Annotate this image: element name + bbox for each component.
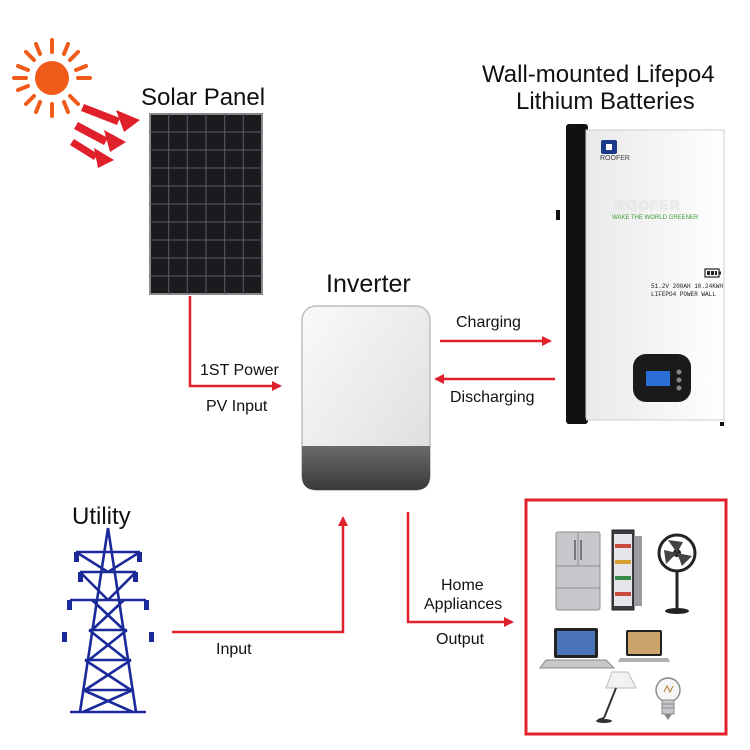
inverter-image: [301, 305, 431, 491]
battery-title-line1: Wall-mounted Lifepo4: [482, 61, 715, 88]
battery-display-icon: [633, 354, 691, 402]
sunlight-arrows-icon: [70, 104, 140, 168]
inverter-label: Inverter: [326, 270, 411, 298]
battery-image: [556, 124, 725, 426]
battery-logo-icon: [601, 140, 617, 154]
stand-fan-icon: [657, 533, 697, 614]
battery-logo-text: ROOFER: [615, 197, 681, 213]
charging-label: Charging: [456, 314, 521, 331]
battery-slogan-text: WAKE THE WORLD GREENER: [612, 215, 699, 221]
battery-spec-line2: LIFEPO4 POWER WALL: [651, 291, 716, 298]
pv-input-label: PV Input: [206, 398, 268, 415]
pv-input-arrow: [188, 296, 282, 391]
battery-brand-text: ROOFER: [600, 155, 630, 162]
home-appliances-box: [524, 498, 728, 736]
utility-input-arrow: [172, 516, 348, 634]
solar-panel-label: Solar Panel: [141, 84, 266, 111]
notebook-icon: [618, 630, 670, 662]
discharging-label: Discharging: [450, 389, 535, 406]
home-appliances-line2: Appliances: [424, 596, 503, 613]
sun-icon: [12, 38, 92, 118]
battery-level-icon: [704, 268, 721, 278]
battery-title-line2: Lithium Batteries: [516, 88, 695, 115]
output-arrow: [406, 512, 514, 627]
laptop-icon: [539, 628, 616, 669]
power-tower-insulators-icon: [62, 552, 154, 642]
refrigerator-icon: [555, 531, 601, 611]
home-appliances-line1: Home: [441, 577, 484, 594]
first-power-label: 1ST Power: [200, 362, 279, 379]
output-label: Output: [436, 631, 485, 648]
light-bulb-icon: [655, 677, 681, 720]
floor-lamp-icon: [596, 671, 637, 723]
utility-label: Utility: [72, 503, 131, 530]
solar-panel-image: [149, 113, 263, 295]
input-label: Input: [216, 641, 252, 658]
battery-spec-line1: 51.2V 200AH 10.24KWH: [651, 283, 724, 290]
open-fridge-icon: [611, 529, 642, 611]
power-tower-icon: [70, 527, 146, 714]
